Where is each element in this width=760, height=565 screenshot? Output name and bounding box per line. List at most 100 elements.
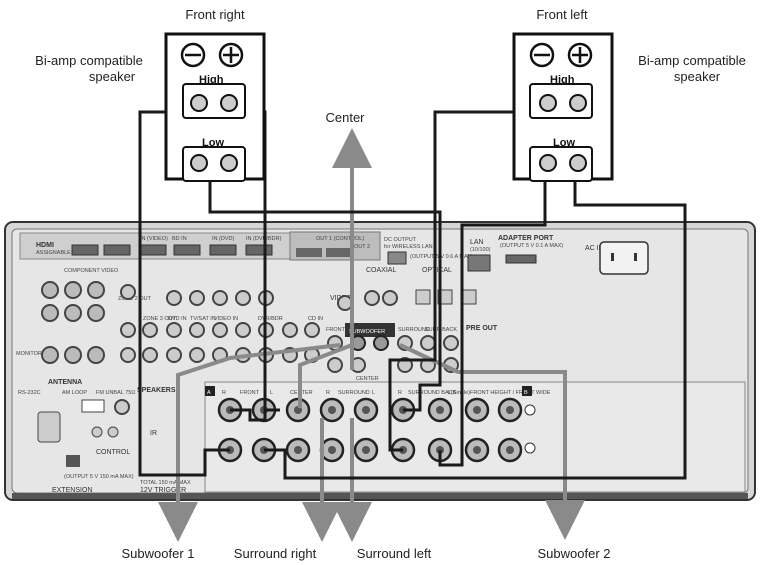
audio-jack[interactable]	[166, 290, 182, 306]
component-jack[interactable]	[41, 304, 59, 322]
front-left-speaker: High Low	[512, 32, 614, 182]
component-jack[interactable]	[64, 304, 82, 322]
audio-jack[interactable]	[142, 322, 158, 338]
rs232c-port[interactable]	[37, 411, 61, 443]
control-label: CONTROL	[96, 449, 130, 456]
monitor-out-jack[interactable]	[64, 346, 82, 364]
antenna-section: ANTENNA AM LOOP FM UNBAL 75Ω RS-232C (OU…	[18, 379, 191, 494]
lan-section: LAN (10/100)	[467, 239, 491, 272]
trigger-label: 12V TRIGGER	[140, 487, 186, 494]
optical-jack-1[interactable]	[415, 289, 431, 305]
coaxial-label: COAXIAL	[366, 267, 396, 274]
sp-l-label-2: L	[372, 390, 375, 396]
component-jack[interactable]	[87, 281, 105, 299]
extension-label: EXTENSION	[52, 487, 92, 494]
lan-label: LAN	[470, 239, 484, 246]
coaxial-jack-2[interactable]	[382, 290, 398, 306]
speaker-terminal[interactable]	[569, 154, 587, 172]
sp-surround-back-label: SURROUND BACK	[408, 390, 457, 396]
audio-jack[interactable]	[120, 347, 136, 363]
hdmi-port-dvd[interactable]	[209, 244, 237, 256]
hdmi-out2-port[interactable]	[326, 248, 352, 257]
sp-surround-label: SURROUND	[338, 390, 370, 396]
hdmi-out1-port[interactable]	[296, 248, 322, 257]
ac-in-section: AC IN	[585, 241, 649, 275]
preout-jack[interactable]	[327, 357, 343, 373]
trigger-sub-label: TOTAL 150 mA MAX	[140, 480, 191, 486]
audio-jack[interactable]	[166, 322, 182, 338]
audio-jack[interactable]	[120, 322, 136, 338]
preout-jack[interactable]	[443, 335, 459, 351]
adapter-port-label: ADAPTER PORT	[498, 235, 554, 242]
audio-jack[interactable]	[189, 322, 205, 338]
hdmi-port-dvr[interactable]	[245, 244, 273, 256]
speaker-terminal[interactable]	[220, 94, 238, 112]
speaker-terminal[interactable]	[569, 94, 587, 112]
biamp-right-line2: speaker	[674, 69, 721, 84]
audio-jack[interactable]	[120, 284, 136, 300]
speakers-b-text: B	[524, 390, 528, 396]
optical-jack-3[interactable]	[461, 289, 477, 305]
plus-icon	[524, 404, 536, 416]
minus-icon	[524, 442, 536, 454]
speaker-terminal[interactable]	[190, 94, 208, 112]
audio-jack[interactable]	[304, 322, 320, 338]
audio-jack[interactable]	[166, 347, 182, 363]
hdmi-port-video[interactable]	[139, 244, 167, 256]
hdmi-out1-label: OUT 1 (CONTROL)	[316, 236, 364, 242]
dc-output-section: DC OUTPUT for WIRELESS LAN (OUTPUT 5 V 0…	[384, 237, 473, 265]
speaker-terminal[interactable]	[539, 94, 557, 112]
preout-jack[interactable]	[420, 335, 436, 351]
biamp-left-line1: Bi-amp compatible	[35, 53, 143, 68]
hdmi-port-bd[interactable]	[173, 244, 201, 256]
speakers-label: SPEAKERS	[137, 387, 176, 394]
speaker-terminal[interactable]	[539, 154, 557, 172]
monitor-out-jack[interactable]	[87, 346, 105, 364]
audio-jack[interactable]	[142, 347, 158, 363]
extension-port[interactable]	[66, 455, 80, 467]
component-jack[interactable]	[41, 281, 59, 299]
hdmi-port-2[interactable]	[103, 244, 131, 256]
audio-jack[interactable]	[189, 290, 205, 306]
rs232c-label: RS-232C	[18, 390, 41, 396]
component-jack[interactable]	[64, 281, 82, 299]
hdmi-port-1[interactable]	[71, 244, 99, 256]
wire-front-right-minus	[138, 110, 230, 477]
control-jack[interactable]	[107, 426, 119, 438]
hdmi-assignable-label: ASSIGNABLE	[36, 250, 71, 256]
dc-output-label: DC OUTPUT	[384, 237, 417, 243]
audio-jack[interactable]	[235, 290, 251, 306]
video-in-label: VIDEO IN	[214, 316, 238, 322]
lan-sub-label: (10/100)	[470, 247, 491, 253]
ac-in-socket[interactable]	[599, 241, 649, 275]
speaker-terminal[interactable]	[190, 154, 208, 172]
speaker-wires	[138, 110, 687, 480]
dc-output-port[interactable]	[387, 251, 407, 265]
speakers-a-badge	[205, 386, 215, 396]
adapter-port[interactable]	[505, 254, 537, 264]
component-jack[interactable]	[87, 304, 105, 322]
fm-antenna-jack[interactable]	[114, 399, 130, 415]
ir-label: IR	[150, 430, 157, 437]
hdmi-out-section: OUT 1 (CONTROL) OUT 2	[289, 231, 381, 261]
center-wire	[298, 343, 353, 408]
lan-port[interactable]	[467, 254, 491, 272]
audio-jack[interactable]	[282, 322, 298, 338]
subwoofer-preout-jack-2[interactable]	[373, 335, 389, 351]
audio-jack[interactable]	[235, 322, 251, 338]
front-right-label: Front right	[185, 7, 245, 22]
monitor-out-jack[interactable]	[41, 346, 59, 364]
video-jack[interactable]	[337, 295, 353, 311]
am-loop-terminal[interactable]	[81, 399, 105, 413]
speaker-terminal[interactable]	[220, 154, 238, 172]
subwoofer1-arrow	[158, 343, 341, 542]
audio-jack[interactable]	[189, 347, 205, 363]
audio-jack[interactable]	[212, 290, 228, 306]
audio-jack[interactable]	[212, 322, 228, 338]
surround-left-label: Surround left	[357, 546, 432, 561]
adapter-port-sub-label: (OUTPUT 5 V 0.1 A MAX)	[500, 243, 563, 249]
dc-output-spec: (OUTPUT 5 V 0.6 A MAX)	[410, 254, 473, 260]
control-jack[interactable]	[91, 426, 103, 438]
sp-r-label-3: R	[398, 390, 402, 396]
coaxial-jack-1[interactable]	[364, 290, 380, 306]
